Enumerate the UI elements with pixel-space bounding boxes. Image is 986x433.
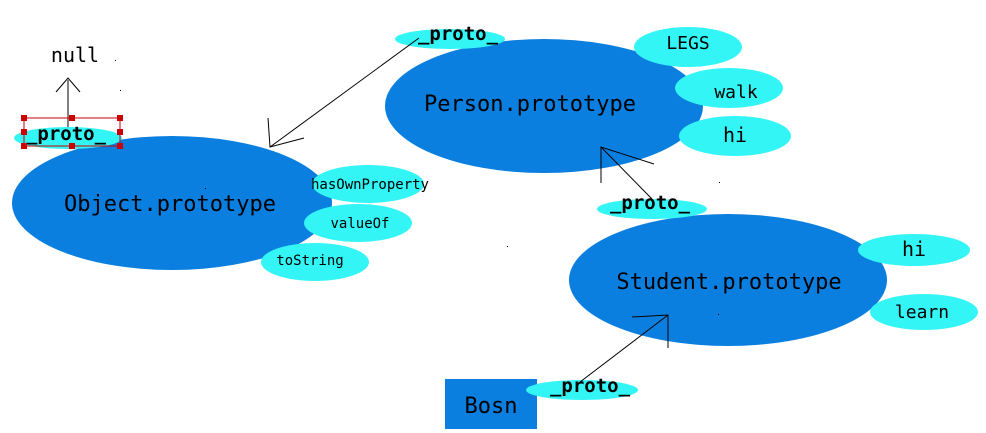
object-prop-ellipse[interactable] — [304, 204, 412, 242]
selection-handle[interactable] — [21, 129, 27, 135]
bosn-to-student-arrowhead — [631, 314, 669, 348]
student-to-person-arrowhead — [600, 146, 655, 183]
student-prop-label: learn — [895, 302, 949, 323]
selection-handle[interactable] — [117, 115, 123, 121]
person-to-object-arrowhead — [267, 117, 305, 148]
person-prop-label: LEGS — [666, 33, 709, 54]
person-prop-label: hi — [723, 123, 747, 147]
object-prop-label: toString — [276, 253, 343, 269]
object-prototype-label: Object.prototype — [64, 192, 276, 217]
object-proto-tag[interactable] — [14, 127, 122, 149]
bosn-to-student-arrow — [579, 314, 669, 383]
object-prop-ellipse[interactable] — [261, 243, 369, 281]
object-prototype-ellipse[interactable] — [12, 136, 332, 270]
person-prototype-ellipse[interactable] — [385, 39, 703, 173]
stray-dot — [507, 246, 508, 247]
selection-handle[interactable] — [21, 115, 27, 121]
person-prop-ellipse[interactable] — [679, 116, 791, 156]
null-arrowhead — [55, 77, 81, 93]
object-prop-label: valueOf — [330, 216, 389, 232]
student-proto-label: _proto_ — [610, 192, 691, 214]
stray-dot — [120, 90, 121, 91]
bosn-proto-tag[interactable] — [526, 380, 638, 400]
selection-handle[interactable] — [117, 129, 123, 135]
student-prop-ellipse[interactable] — [870, 294, 978, 330]
selection-handle[interactable] — [21, 143, 27, 149]
selection-handle[interactable] — [117, 143, 123, 149]
stray-dot — [115, 60, 116, 61]
student-prop-ellipse[interactable] — [858, 234, 970, 266]
student-prop-label: hi — [902, 237, 926, 261]
person-proto-label: _proto_ — [418, 23, 499, 45]
object-prop-label: hasOwnProperty — [311, 177, 429, 193]
student-prototype-label: Student.prototype — [616, 270, 841, 295]
person-prop-label: walk — [714, 82, 758, 103]
stray-dot — [719, 182, 720, 183]
person-to-object-arrow — [269, 37, 420, 148]
student-proto-tag[interactable] — [597, 199, 707, 219]
selection-handle[interactable] — [69, 115, 75, 121]
bosn-box[interactable] — [445, 379, 537, 429]
person-prop-ellipse[interactable] — [634, 27, 742, 67]
object-prop-ellipse[interactable] — [312, 165, 424, 203]
student-prototype-ellipse[interactable] — [569, 214, 887, 346]
person-proto-tag[interactable] — [395, 29, 505, 49]
selection-handle[interactable] — [69, 143, 75, 149]
bosn-label: Bosn — [465, 394, 518, 419]
person-prop-ellipse[interactable] — [675, 68, 783, 108]
student-to-person-arrow — [600, 146, 653, 200]
stray-dot — [718, 314, 719, 315]
person-prototype-label: Person.prototype — [424, 92, 636, 117]
stray-dot — [205, 188, 206, 189]
bosn-proto-label: _proto_ — [550, 375, 631, 397]
null-label: null — [51, 43, 99, 67]
object-proto-label: _proto_ — [26, 123, 107, 145]
